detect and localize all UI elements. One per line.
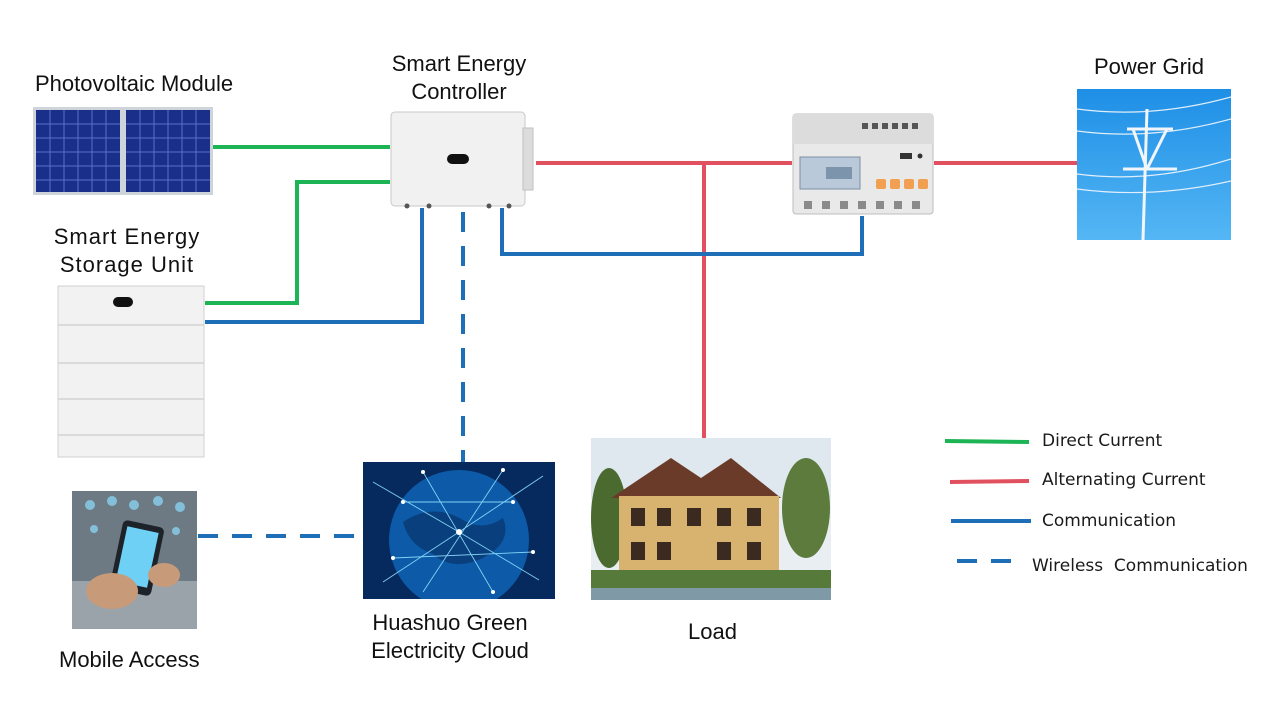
cloud-image (363, 462, 555, 610)
load-label: Load (688, 619, 737, 644)
cloud-label: Huashuo Green Electricity Cloud (360, 609, 540, 665)
energy-meter (792, 113, 934, 215)
grid-label: Power Grid (1094, 54, 1205, 79)
power-pylon-icon (1076, 89, 1232, 241)
mobile-label: Mobile Access (59, 647, 200, 672)
storage-unit (57, 285, 205, 458)
pv-module (33, 107, 213, 195)
pv-label: Photovoltaic Module (35, 71, 234, 96)
globe-network-icon (363, 462, 555, 610)
dc-line-storage-controller (205, 180, 390, 305)
comm-line-storage-controller (205, 208, 424, 324)
storage-label-line1: Smart Energy (53, 224, 201, 249)
load-image (591, 438, 831, 600)
smartphone-hand-icon (72, 491, 197, 629)
comm-line-controller-meter (500, 208, 864, 256)
mobile-image (72, 491, 197, 629)
controller-device (389, 110, 535, 210)
power-grid-image (1076, 89, 1232, 241)
storage-label: Smart Energy Storage Unit (42, 223, 212, 279)
energy-meter-icon (792, 113, 934, 215)
controller-label-line2: Controller (411, 79, 507, 104)
inverter-icon (390, 111, 534, 209)
house-icon (591, 438, 831, 600)
cloud-label-line2: Electricity Cloud (371, 638, 529, 663)
solar-panel-icon (33, 107, 213, 195)
cloud-label-line1: Huashuo Green (372, 610, 528, 635)
battery-stack-icon (57, 285, 205, 458)
controller-label: Smart Energy Controller (385, 50, 533, 106)
storage-label-line2: Storage Unit (59, 252, 195, 277)
controller-label-line1: Smart Energy (391, 51, 527, 76)
